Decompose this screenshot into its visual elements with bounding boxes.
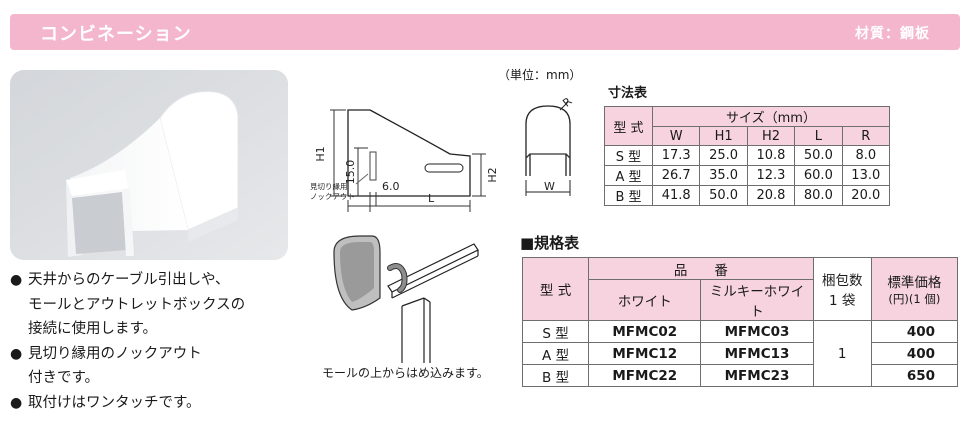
dim-value-cell: 35.0 [699, 165, 748, 186]
end-view-diagram: R W [525, 96, 575, 196]
spec-price-cell: 400 [870, 342, 959, 365]
spec-price-cell: 650 [870, 364, 959, 387]
dim-value-cell: 26.7 [651, 165, 701, 186]
dim-col-h2: H2 [746, 126, 796, 146]
spec-pack-header-line-1: 梱包数 [821, 273, 863, 289]
spec-type-header: 型 式 [521, 257, 590, 321]
spec-milky-header: ミルキーホワイト [700, 279, 814, 321]
spec-table-title: ■規格表 [520, 234, 580, 252]
dim-h1-label: H1 [314, 146, 327, 161]
spec-type-cell: B 型 [521, 364, 590, 387]
spec-type-cell: A 型 [521, 342, 590, 365]
dim-col-h1: H1 [699, 126, 748, 146]
dim-type-cell: B 型 [604, 185, 653, 206]
dim-type-cell: A 型 [604, 165, 653, 186]
spec-pack-header: 梱包数 1 袋 [812, 257, 872, 321]
dim-6-label: 6.0 [382, 180, 400, 193]
spec-price-header-line-2: (円)(1 個) [888, 292, 941, 306]
feature-line: 見切り縁用のノックアウト [28, 345, 202, 362]
dim-h2-label: H2 [486, 167, 499, 182]
dim-value-cell: 13.0 [841, 165, 891, 186]
dim-header-row: 型 式 サイズ（mm） [604, 106, 890, 146]
dim-col-w: W [651, 126, 701, 146]
spec-header-row: 型 式 品 番 梱包数 1 袋 標準価格 (円)(1 個) [521, 257, 959, 321]
dim-l-label: L [428, 192, 435, 205]
spec-price-cell: 400 [870, 320, 959, 343]
material-label: 材質：鋼板 [855, 26, 930, 42]
feature-line: モールとアウトレットボックスの [28, 296, 246, 313]
spec-price-header: 標準価格 (円)(1 個) [870, 257, 959, 321]
table-row: S 型 MFMC02 MFMC03 1 400 [521, 320, 959, 387]
spec-milky-cell: MFMC03 [700, 320, 814, 343]
feature-line: 接続に使用します。 [28, 321, 158, 337]
unit-label: （単位：mm） [498, 68, 582, 82]
product-photo [10, 70, 288, 260]
dim-value-cell: 60.0 [794, 165, 843, 186]
spec-white-cell: MFMC02 [588, 320, 702, 343]
dim-value-cell: 50.0 [699, 185, 748, 206]
dim-type-header: 型 式 [604, 106, 653, 146]
dim-value-cell: 8.0 [841, 145, 891, 166]
page-title: コンビネーション [40, 24, 192, 45]
dim-w-label: W [544, 180, 555, 193]
dim-value-cell: 10.8 [746, 145, 796, 166]
install-caption: モールの上からはめ込みます。 [322, 366, 489, 380]
feature-line: 付きです。 [28, 370, 100, 386]
dimension-table-title: 寸法表 [608, 86, 648, 101]
dim-value-cell: 12.3 [746, 165, 796, 186]
spec-white-header: ホワイト [588, 279, 702, 321]
knockout-label-1: 見切り縁用 [310, 181, 348, 191]
side-view-diagram: H1 15.0 H2 6.0 L 見切り縁用 ノックアウト [310, 109, 499, 212]
table-row: B 型 41.8 50.0 20.8 80.0 20.0 [604, 185, 891, 206]
dim-value-cell: 50.0 [794, 145, 843, 166]
dim-value-cell: 41.8 [651, 185, 701, 206]
spec-pack-cell: 1 [812, 320, 872, 387]
dim-value-cell: 80.0 [794, 185, 843, 206]
dim-value-cell: 20.0 [841, 185, 891, 206]
table-row: S 型 17.3 25.0 10.8 50.0 8.0 [604, 145, 891, 166]
spec-white-cell: MFMC12 [588, 342, 702, 365]
header-band: コンビネーション 材質：鋼板 [10, 14, 960, 50]
dim-value-cell: 25.0 [699, 145, 748, 166]
feature-item-1: 天井からのケーブル引出しや、 モールとアウトレットボックスの 接続に使用します。 [10, 268, 300, 342]
feature-list: 天井からのケーブル引出しや、 モールとアウトレットボックスの 接続に使用します。… [10, 268, 300, 415]
feature-item-3: 取付けはワンタッチです。 [10, 391, 300, 416]
feature-line: 天井からのケーブル引出しや、 [28, 272, 230, 288]
install-diagram [333, 235, 479, 363]
spec-type-cell: S 型 [521, 320, 590, 343]
spec-subheader-row: ホワイト ミルキーホワイト [523, 279, 958, 321]
feature-line: 取付けはワンタッチです。 [28, 394, 201, 411]
spec-price-header-line-1: 標準価格 [887, 275, 942, 291]
dim-col-l: L [794, 126, 843, 146]
spec-milky-cell: MFMC13 [700, 342, 814, 365]
dim-column-row: W H1 H2 L R [605, 126, 891, 146]
spec-part-header: 品 番 [588, 257, 814, 280]
dimension-table: 型 式 サイズ（mm） W H1 H2 L R S 型 17.3 25.0 10… [604, 106, 891, 206]
dim-type-cell: S 型 [604, 145, 653, 166]
dim-value-cell: 20.8 [746, 185, 796, 206]
spec-white-cell: MFMC22 [588, 364, 702, 387]
spec-pack-header-line-2: 1 袋 [829, 293, 856, 309]
spec-table: 型 式 品 番 梱包数 1 袋 標準価格 (円)(1 個) ホワイト ミルキーホ… [521, 257, 959, 387]
table-row: A 型 MFMC12 MFMC13 400 [521, 342, 959, 365]
table-row: B 型 MFMC22 MFMC23 650 [521, 364, 959, 387]
feature-item-2: 見切り縁用のノックアウト 付きです。 [10, 342, 300, 391]
table-row: A 型 26.7 35.0 12.3 60.0 13.0 [604, 165, 891, 186]
dim-15-label: 15.0 [344, 160, 357, 185]
spec-milky-cell: MFMC23 [700, 364, 814, 387]
dim-value-cell: 17.3 [651, 145, 701, 166]
product-illustration [10, 70, 288, 260]
dim-col-r: R [841, 126, 891, 146]
dim-size-header: サイズ（mm） [652, 106, 890, 127]
knockout-label-2: ノックアウト [310, 192, 355, 201]
